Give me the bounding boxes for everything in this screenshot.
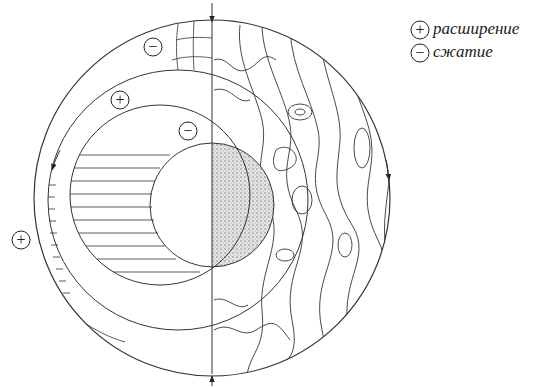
axis-arrow [212,376,213,386]
sign-symbol: + [411,21,429,39]
rotation-arrow [386,160,389,180]
outer-shell [48,70,308,330]
sign-circles [12,21,429,249]
sign-symbol: − [411,44,429,62]
earth-outline [34,20,390,376]
hatching [60,155,200,272]
sign-symbol: − [179,122,197,140]
grid-lines [80,21,212,356]
axis-arrow [212,3,213,22]
legend-text: сжатие [433,42,493,62]
core-stipple [212,143,274,267]
crescent-ticks [48,185,70,293]
axis-line [212,22,213,374]
expansion-shell [70,105,250,285]
legend-text: расширение [433,19,519,39]
sign-symbol: + [12,231,30,249]
rotation-arrow [52,150,60,170]
sign-symbol: − [144,38,162,56]
sign-symbol: + [111,91,129,109]
